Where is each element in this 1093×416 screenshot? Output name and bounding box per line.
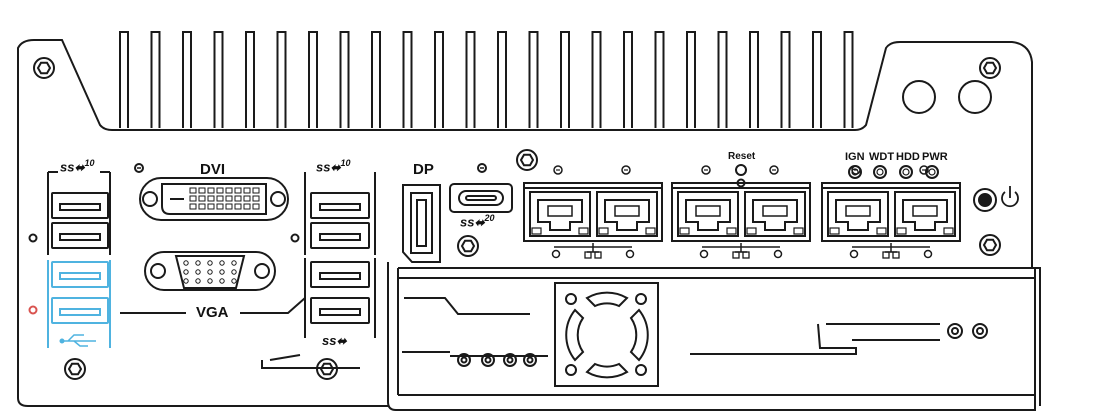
- heatsink-fin: [749, 31, 759, 128]
- antenna-hole: [902, 80, 936, 114]
- ethernet-port[interactable]: [894, 191, 956, 237]
- usb-port-group-highlighted: [47, 260, 111, 348]
- status-indicator: [28, 305, 38, 315]
- screw-icon: [979, 57, 1001, 79]
- heatsink-fin: [654, 31, 665, 128]
- dp-label: DP: [413, 161, 434, 178]
- heatsink-fin: [497, 31, 507, 128]
- heatsink-fin: [812, 31, 822, 128]
- ethernet-port[interactable]: [827, 191, 889, 237]
- usb-port[interactable]: [310, 192, 370, 219]
- decor-swirl-left: [457, 353, 537, 367]
- heatsink-fin: [560, 31, 570, 128]
- heatsink-fin: [465, 31, 476, 128]
- usb-type-c-port[interactable]: [449, 183, 513, 213]
- wdt-label: WDT: [869, 151, 895, 163]
- ethernet-port[interactable]: [677, 191, 739, 237]
- heatsink-fins: [119, 31, 854, 128]
- heatsink-fin: [780, 31, 791, 128]
- screw-icon: [64, 358, 86, 380]
- heatsink-fin: [434, 31, 444, 128]
- led-indicator: [873, 165, 887, 179]
- decor-line: [690, 323, 857, 355]
- fan-vent: [554, 282, 659, 387]
- usb-port-group-left: [47, 171, 111, 255]
- decor-line: [261, 354, 360, 369]
- heatsink-fin: [150, 31, 161, 128]
- ethernet-port[interactable]: [529, 191, 591, 237]
- usb-port[interactable]: [310, 297, 370, 324]
- decor-line: [404, 297, 530, 315]
- vga-port[interactable]: [144, 251, 276, 291]
- hdd-label: HDD: [896, 151, 920, 163]
- heatsink-fin: [339, 31, 350, 128]
- screw-icon: [516, 149, 538, 171]
- usb-port[interactable]: [51, 192, 109, 219]
- ethernet-port[interactable]: [744, 191, 806, 237]
- displayport-port[interactable]: [402, 184, 441, 263]
- usb-port[interactable]: [310, 222, 370, 249]
- lower-panel-outline: [387, 262, 1041, 411]
- heatsink-fin: [213, 31, 224, 128]
- reset-button[interactable]: [735, 164, 747, 176]
- heatsink-fin: [402, 31, 413, 128]
- dvi-label: DVI: [200, 161, 226, 178]
- usb-port-group-middle-top: [304, 172, 376, 255]
- superspeed-usb-icon: ss⬌10: [316, 158, 351, 175]
- heatsink-fin: [276, 31, 287, 128]
- heatsink-fin: [686, 31, 696, 128]
- heatsink-fin: [623, 31, 633, 128]
- heatsink-fin: [528, 31, 539, 128]
- vga-label: VGA: [196, 304, 229, 321]
- usb-port-highlighted[interactable]: [51, 261, 109, 288]
- usb-icon: [62, 334, 96, 347]
- screw-icon: [457, 235, 479, 257]
- lan-port-group: [821, 165, 961, 259]
- heatsink-fin: [119, 31, 129, 128]
- superspeed-usb-icon: ss⬌: [322, 333, 347, 348]
- screw-icon: [979, 234, 1001, 256]
- decor-swirl-right: [947, 323, 988, 339]
- superspeed-usb-icon: ss⬌20: [460, 213, 495, 230]
- decor-line: [402, 351, 548, 357]
- dvi-port[interactable]: [139, 177, 289, 221]
- power-icon: [1001, 186, 1019, 208]
- heatsink-fin: [371, 31, 381, 128]
- reset-label: Reset: [728, 151, 756, 162]
- chassis-left-edge: [17, 58, 388, 407]
- usb-port[interactable]: [51, 222, 109, 249]
- heatsink-fin: [591, 31, 602, 128]
- lan-port-group: [671, 165, 811, 259]
- heatsink-fin: [245, 31, 255, 128]
- chassis-top-outline: [17, 39, 1033, 268]
- heatsink-fin: [182, 31, 192, 128]
- power-button[interactable]: [973, 188, 997, 212]
- led-indicator: [899, 165, 913, 179]
- superspeed-usb-icon: ss⬌10: [60, 158, 95, 175]
- usb-port-group-middle-bottom: [304, 258, 376, 338]
- pwr-label: PWR: [922, 151, 948, 163]
- led-indicator: [848, 165, 862, 179]
- usb-port[interactable]: [310, 261, 370, 288]
- lan-port-group: [523, 165, 663, 259]
- ethernet-port[interactable]: [596, 191, 658, 237]
- ign-label: IGN: [845, 151, 865, 163]
- heatsink-fin: [717, 31, 728, 128]
- screw-icon: [33, 57, 55, 79]
- usb-port-highlighted[interactable]: [51, 297, 109, 324]
- vga-bracket-line: [120, 297, 306, 314]
- screw-icon: [33, 57, 1001, 380]
- antenna-hole: [958, 80, 992, 114]
- led-indicator: [925, 165, 939, 179]
- heatsink-fin: [308, 31, 318, 128]
- heatsink-fin: [843, 31, 854, 128]
